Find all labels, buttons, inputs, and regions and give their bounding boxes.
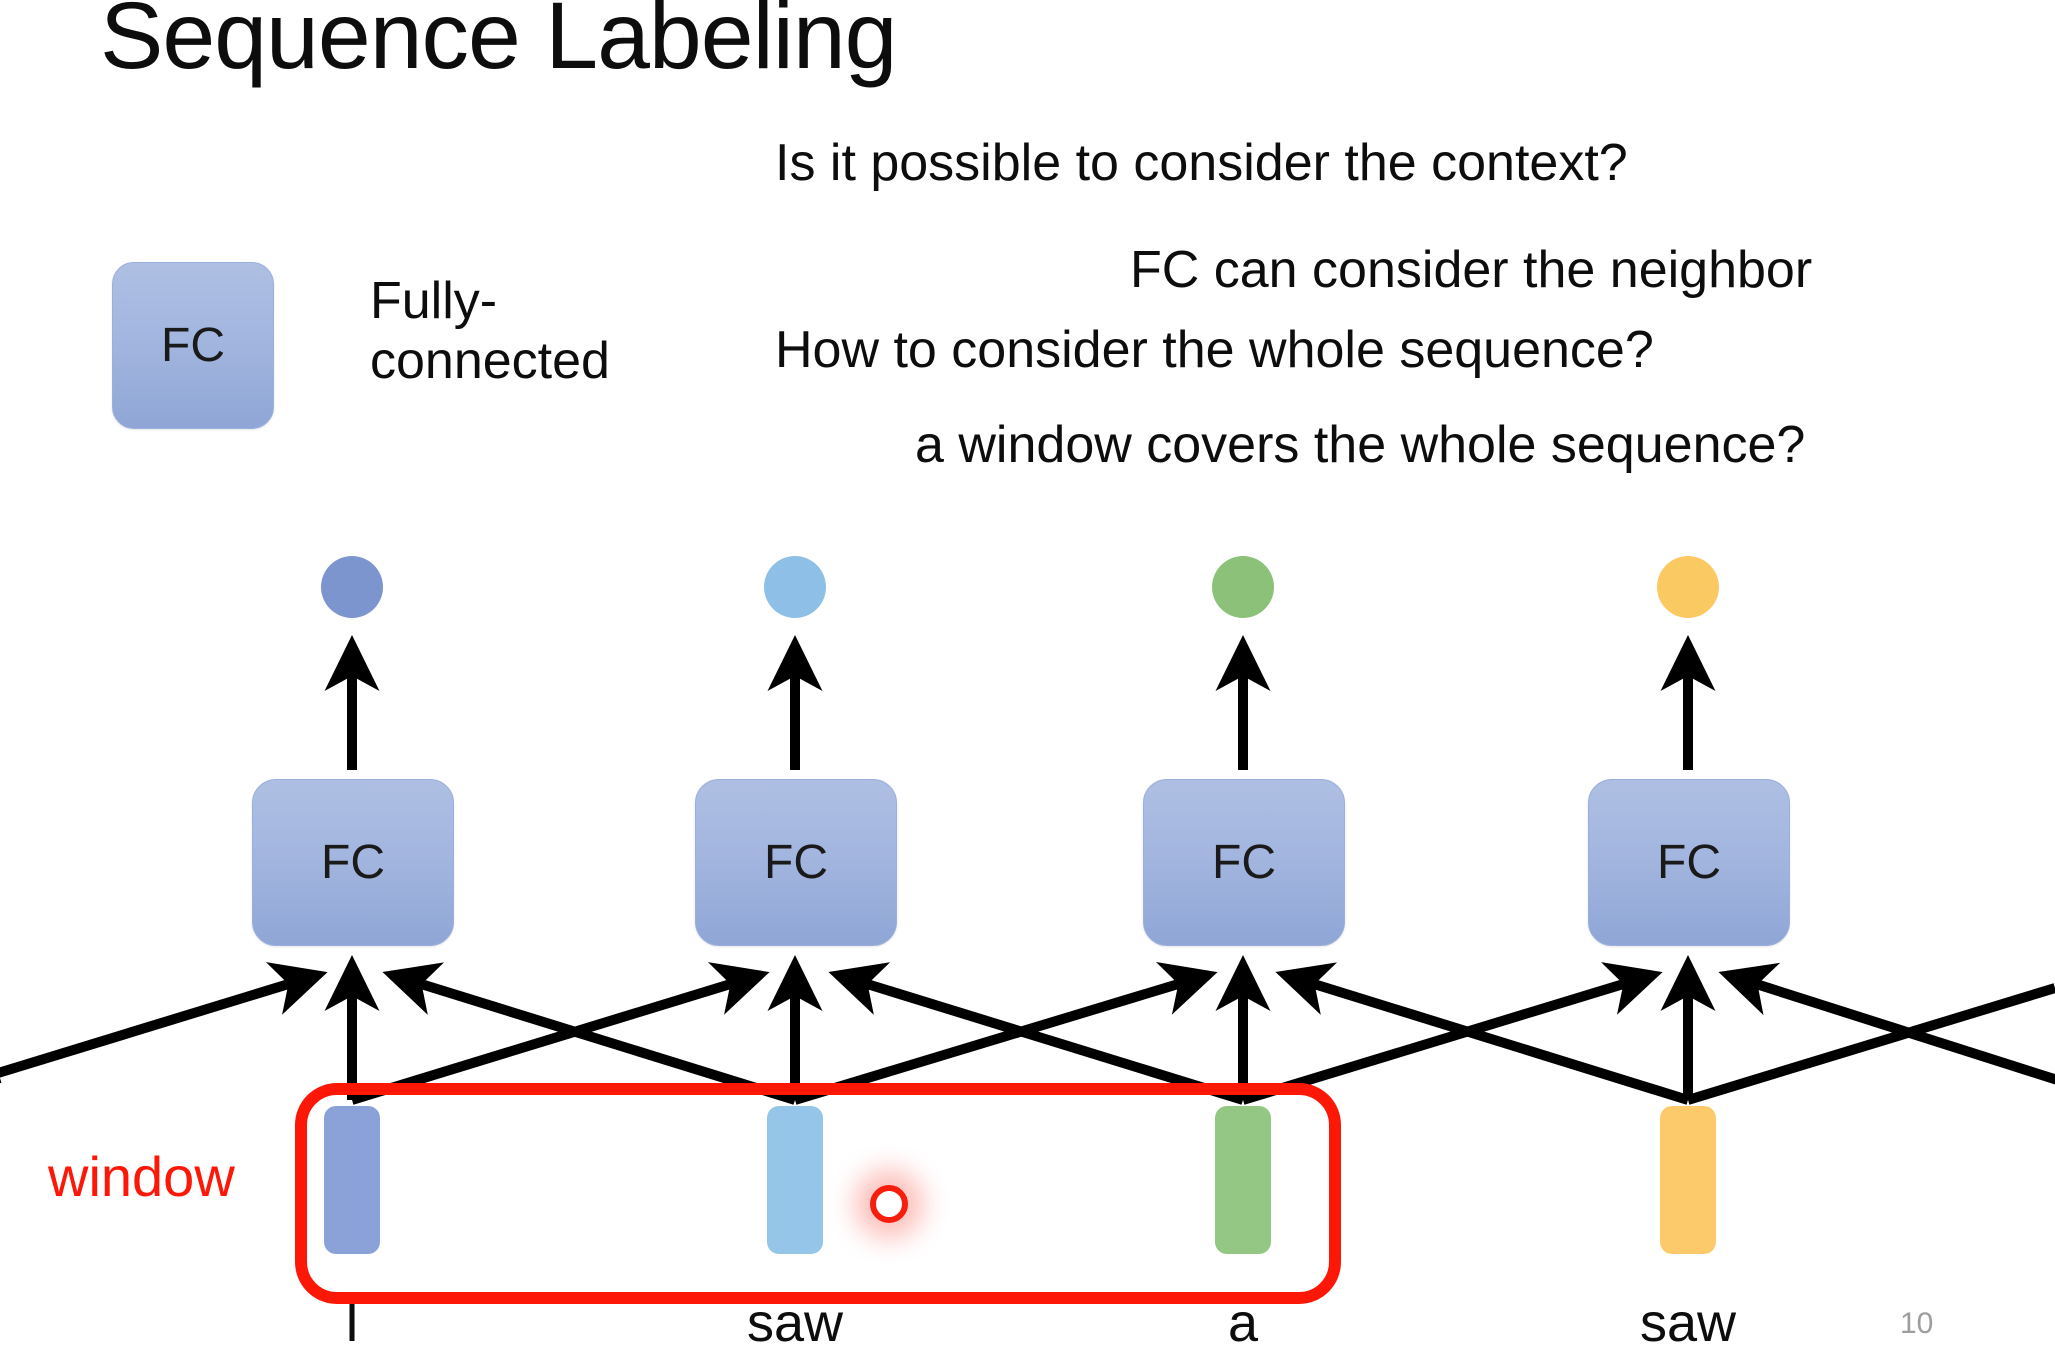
input-vector-2	[767, 1106, 823, 1254]
page-title: Sequence Labeling	[100, 0, 897, 89]
word-label-4: saw	[1639, 1293, 1737, 1353]
input-vector-1	[324, 1106, 380, 1254]
legend-fc-box: FC	[112, 262, 274, 429]
fc-box-1: FC	[252, 779, 454, 946]
window-label: window	[48, 1145, 235, 1208]
note-line-1: Is it possible to consider the context?	[775, 134, 1628, 192]
note-line-3: How to consider the whole sequence?	[775, 321, 1654, 379]
output-dot-1	[321, 556, 383, 618]
pointer-dot-icon	[870, 1185, 908, 1223]
fc-box-4: FC	[1588, 779, 1790, 946]
word-label-2: saw	[746, 1293, 844, 1353]
legend-fc-description: Fully-connected	[370, 272, 610, 390]
fc-box-2: FC	[695, 779, 897, 946]
window-highlight-box	[295, 1083, 1341, 1304]
input-vector-3	[1215, 1106, 1271, 1254]
output-dot-4	[1657, 556, 1719, 618]
word-label-1: I	[344, 1293, 360, 1353]
note-line-4: a window covers the whole sequence?	[915, 416, 1806, 474]
input-vector-4	[1660, 1106, 1716, 1254]
note-line-2: FC can consider the neighbor	[1130, 241, 1813, 299]
word-label-3: a	[1227, 1293, 1259, 1353]
slide-number: 10	[1900, 1307, 1934, 1340]
fc-box-3: FC	[1143, 779, 1345, 946]
output-dot-3	[1212, 556, 1274, 618]
output-dot-2	[764, 556, 826, 618]
